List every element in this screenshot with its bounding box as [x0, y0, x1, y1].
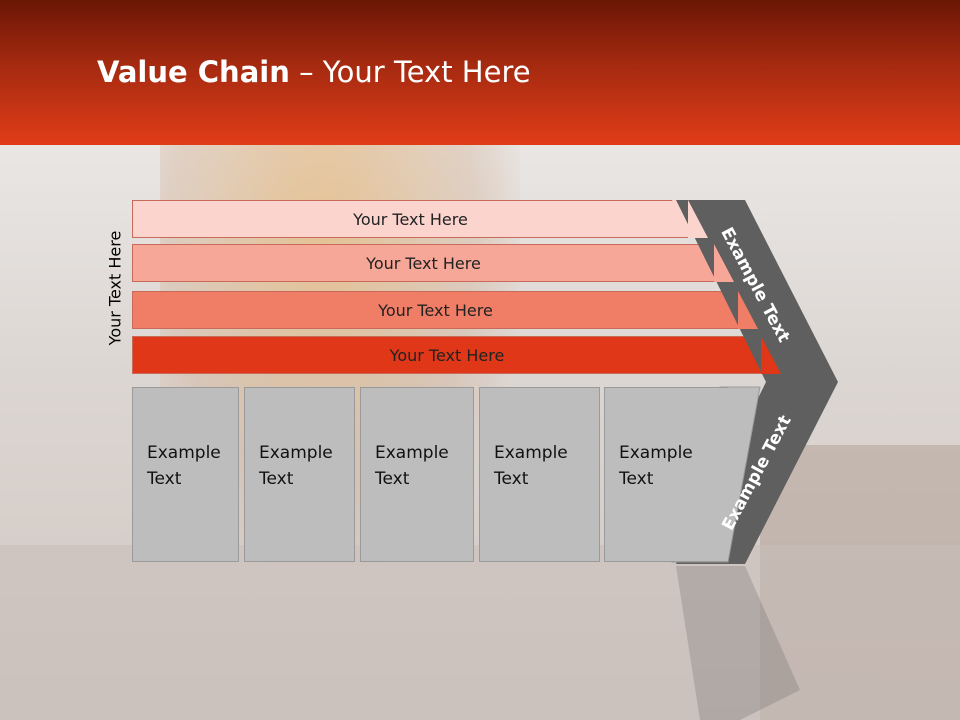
- bar-2[interactable]: Your Text Here: [132, 244, 715, 282]
- box-2-line2: Text: [259, 469, 294, 489]
- box-1-line1: Example: [147, 443, 221, 463]
- box-3-line2: Text: [375, 469, 410, 489]
- box-2-line1: Example: [259, 443, 333, 463]
- chevron-reflection: [676, 566, 800, 720]
- slide-title[interactable]: Value Chain – Your Text Here: [97, 55, 531, 89]
- box-4-line2: Text: [494, 469, 529, 489]
- box-5-line2: Text: [619, 469, 654, 489]
- title-rest: – Your Text Here: [289, 55, 531, 89]
- box-1-line2: Text: [147, 469, 182, 489]
- bar-4[interactable]: Your Text Here: [132, 336, 762, 374]
- chevron-arrow: [676, 200, 838, 564]
- roof-surface: [0, 545, 960, 720]
- bar-1[interactable]: Your Text Here: [132, 200, 689, 238]
- box-3-line1: Example: [375, 443, 449, 463]
- bar-3[interactable]: Your Text Here: [132, 291, 739, 329]
- title-bold: Value Chain: [97, 55, 290, 89]
- title-bar: Value Chain – Your Text Here: [0, 0, 960, 145]
- box-5-line1: Example: [619, 443, 693, 463]
- box-4-line1: Example: [494, 443, 568, 463]
